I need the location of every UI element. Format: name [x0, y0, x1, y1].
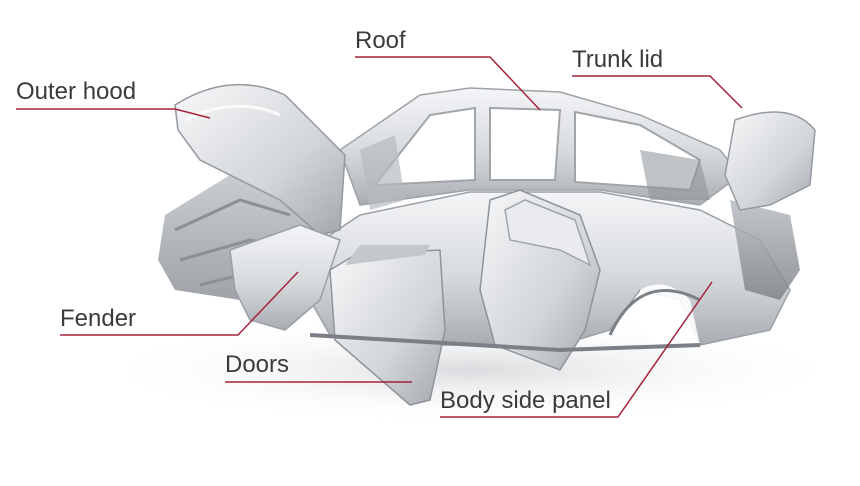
leader-fender	[60, 271, 299, 336]
outer-hood-label: Outer hood	[16, 78, 137, 105]
outer-hood-shape	[174, 83, 346, 236]
trunk-lid-shape	[724, 111, 816, 211]
leader-roof	[355, 56, 541, 111]
roof-label: Roof	[355, 27, 406, 54]
leader-trunk-lid	[572, 75, 743, 109]
leader-body-side-panel	[440, 281, 713, 418]
trunk-lid-label: Trunk lid	[572, 46, 664, 73]
rear-structure	[730, 200, 800, 300]
rear-wheel-arch	[608, 289, 701, 336]
doors-label: Doors	[225, 351, 290, 378]
fender-shape	[229, 224, 341, 331]
leader-lines	[16, 56, 743, 418]
body-side-panel-label: Body side panel	[440, 387, 611, 414]
leader-outer-hood	[16, 108, 211, 119]
fender-label: Fender	[60, 305, 137, 332]
